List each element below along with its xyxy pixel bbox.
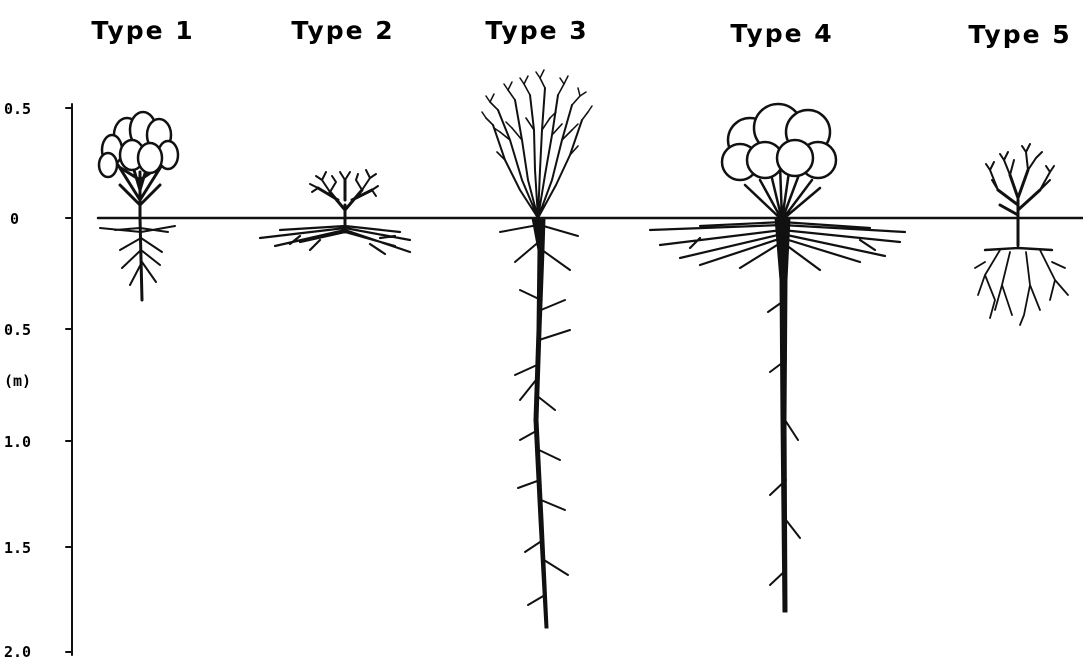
- type-3-label: Type 3: [485, 16, 588, 45]
- type-1-plant: [99, 112, 178, 300]
- type-3-shoot: [482, 70, 592, 218]
- type-4-label: Type 4: [730, 19, 833, 48]
- type-labels: Type 1 Type 2 Type 3 Type 4 Type 5: [91, 16, 1071, 49]
- type-2-roots: [260, 226, 410, 254]
- type-2-plant: [260, 170, 410, 254]
- type-2-shoot: [310, 170, 378, 232]
- tick-label: 1.5: [4, 539, 31, 557]
- type-5-shoot: [986, 144, 1054, 245]
- depth-axis: 0.5 0 0.5 (m) 1.0 1.5 2.0: [4, 100, 72, 657]
- tick-label: 2.0: [4, 643, 31, 657]
- type-5-roots: [975, 218, 1068, 325]
- tick-label: 1.0: [4, 433, 31, 451]
- type-1-roots: [100, 218, 175, 300]
- tick-label: 0: [10, 210, 19, 228]
- type-4-roots: [650, 218, 905, 612]
- type-3-plant: [482, 70, 592, 628]
- type-4-plant: [650, 104, 905, 612]
- axis-unit-label: (m): [4, 372, 31, 390]
- tick-label: 0.5: [4, 100, 31, 118]
- type-2-label: Type 2: [291, 16, 394, 45]
- type-1-shoot: [99, 112, 178, 218]
- type-3-roots: [500, 218, 578, 628]
- tick-label: 0.5: [4, 321, 31, 339]
- type-4-shoot: [722, 104, 836, 220]
- type-5-label: Type 5: [968, 20, 1071, 49]
- type-1-label: Type 1: [91, 16, 194, 45]
- type-5-plant: [975, 144, 1068, 325]
